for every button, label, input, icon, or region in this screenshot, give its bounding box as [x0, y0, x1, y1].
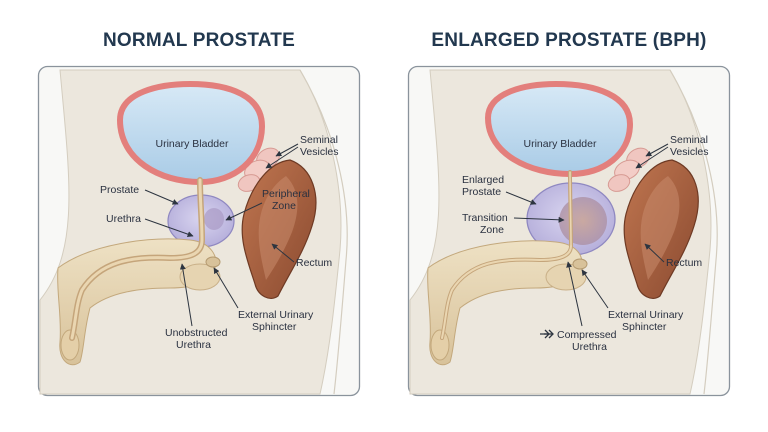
compression-arrows-icon — [540, 329, 554, 339]
label-unobstructed-2: Urethra — [176, 339, 211, 351]
scrotum-base-2 — [545, 263, 587, 291]
label-rectum-2: Rectum — [666, 257, 702, 269]
enlarged-panel: Urinary Bladder Seminal Vesicles Enlarge… — [407, 65, 731, 397]
label-compressed-1: Compressed — [557, 329, 617, 341]
label-transition-1: Transition — [462, 212, 508, 224]
label-urinary-bladder: Urinary Bladder — [156, 138, 229, 150]
label-sphincter-2b: Sphincter — [622, 321, 667, 333]
scrotum-base — [179, 263, 221, 291]
label-transition-2: Zone — [480, 224, 504, 236]
label-peripheral-2: Zone — [272, 200, 296, 212]
label-sphincter-1: External Urinary — [238, 309, 314, 321]
label-peripheral-1: Peripheral — [262, 188, 310, 200]
urinary-bladder — [116, 80, 266, 186]
sphincter-marker — [205, 256, 221, 268]
label-sphincter-2a: External Urinary — [608, 309, 684, 321]
label-compressed-2: Urethra — [572, 341, 607, 353]
label-sphincter-2: Sphincter — [252, 321, 297, 333]
transition-zone — [559, 197, 607, 245]
normal-panel: Urinary Bladder Seminal Vesicles Prostat… — [37, 65, 361, 397]
label-seminal-1: Seminal — [300, 134, 338, 146]
label-rectum: Rectum — [296, 257, 332, 269]
label-seminal-2b: Vesicles — [670, 146, 709, 158]
urinary-bladder-2 — [484, 80, 634, 178]
penis-2 — [427, 240, 583, 366]
label-urinary-bladder-2: Urinary Bladder — [524, 138, 597, 150]
label-urethra: Urethra — [106, 213, 141, 225]
label-enlarged-1: Enlarged — [462, 174, 504, 186]
label-prostate: Prostate — [100, 184, 139, 196]
label-enlarged-2: Prostate — [462, 186, 501, 198]
label-seminal-2a: Seminal — [670, 134, 708, 146]
enlarged-panel-title: ENLARGED PROSTATE (BPH) — [431, 30, 707, 51]
label-seminal-2: Vesicles — [300, 146, 339, 158]
normal-panel-title: NORMAL PROSTATE — [103, 30, 295, 51]
peripheral-zone — [204, 208, 224, 230]
label-unobstructed-1: Unobstructed — [165, 327, 228, 339]
sphincter-marker-2 — [572, 258, 588, 270]
